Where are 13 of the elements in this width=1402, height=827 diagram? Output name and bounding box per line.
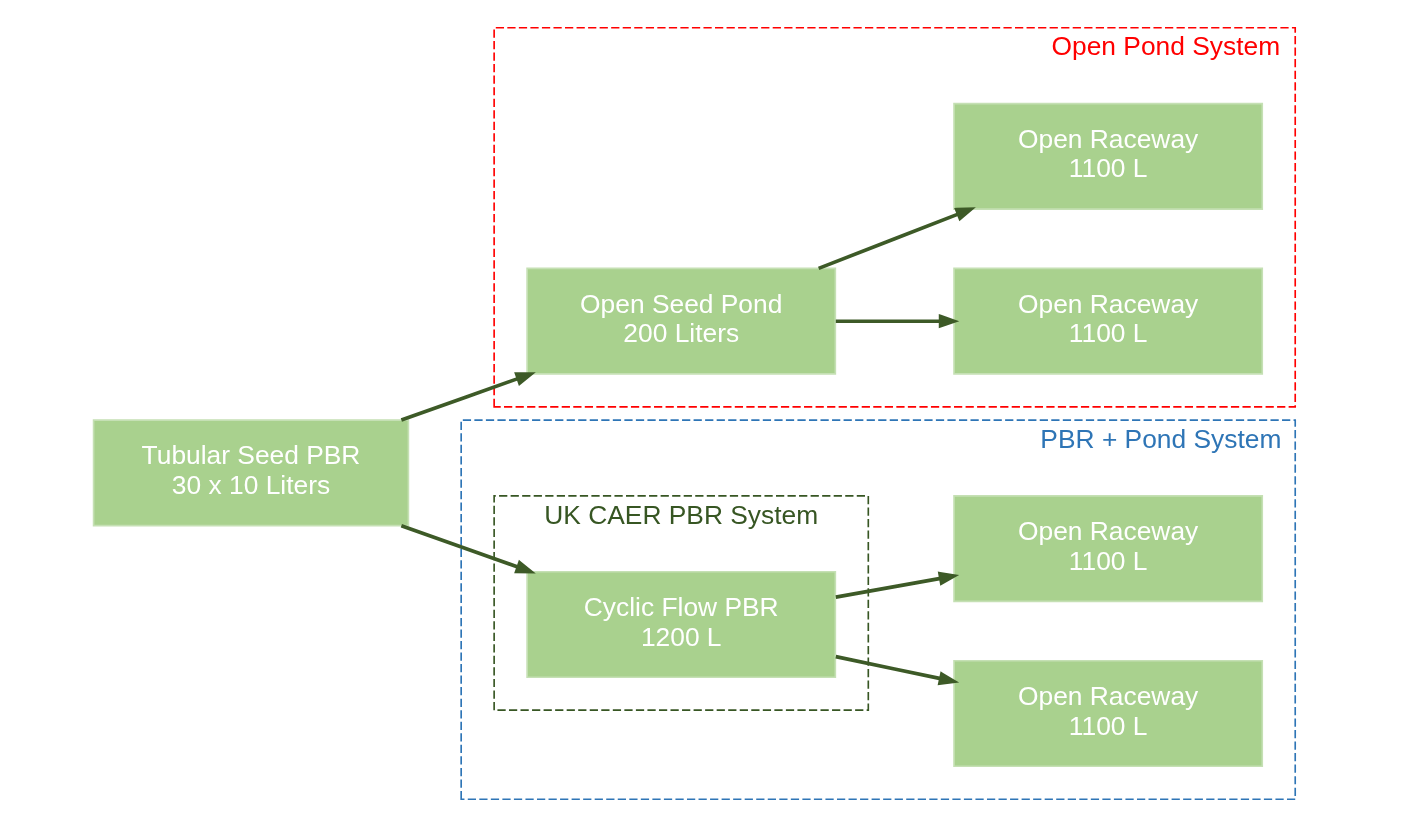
arrow bbox=[400, 372, 536, 422]
node-box: Tubular Seed PBR 30 x 10 Liters bbox=[92, 419, 410, 527]
arrow bbox=[835, 571, 960, 599]
node-box: Open Raceway 1100 L bbox=[953, 495, 1264, 603]
node-box: Cyclic Flow PBR 1200 L bbox=[526, 570, 837, 679]
arrow bbox=[835, 314, 960, 329]
arrow bbox=[835, 654, 960, 686]
node-box: Open Raceway 1100 L bbox=[953, 102, 1264, 210]
arrow bbox=[400, 523, 536, 574]
arrow bbox=[818, 207, 976, 271]
node-box: Open Seed Pond 200 Liters bbox=[526, 267, 837, 375]
node-box: Open Raceway 1100 L bbox=[953, 659, 1264, 768]
node-box: Open Raceway 1100 L bbox=[953, 267, 1264, 375]
